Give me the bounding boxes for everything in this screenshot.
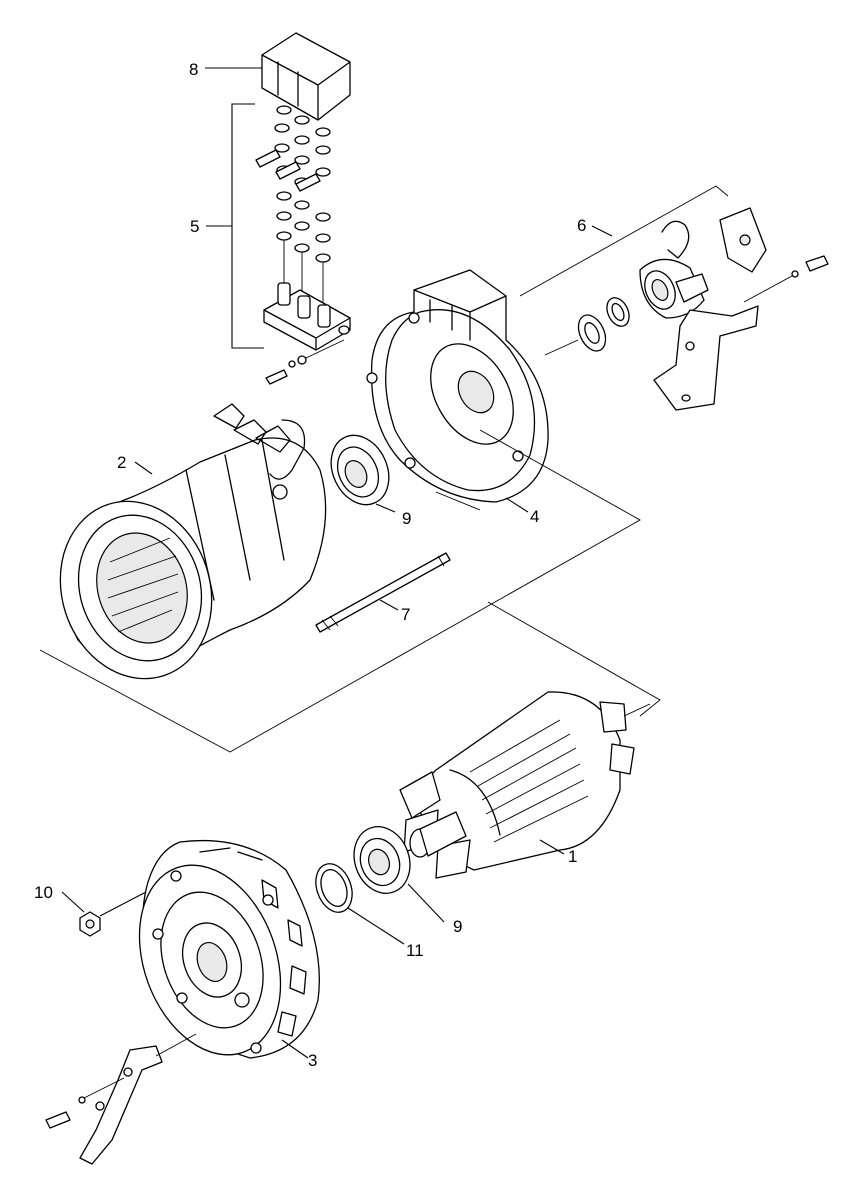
terminal-block-screw xyxy=(265,339,345,385)
callout-3: 3 xyxy=(308,1051,317,1070)
terminal-studs xyxy=(255,149,321,192)
part-2-stator xyxy=(59,403,327,680)
callout-11: 11 xyxy=(406,941,424,960)
callout-10: 10 xyxy=(34,883,53,902)
part-4-rear-housing xyxy=(366,269,549,511)
part-11-ring xyxy=(315,863,353,913)
callout-9-lower: 9 xyxy=(453,917,462,936)
part-9-upper-bearing xyxy=(330,434,390,506)
callout-5: 5 xyxy=(190,217,199,236)
part-10-nut xyxy=(79,911,101,937)
terminal-nuts xyxy=(274,105,331,263)
part-6-brush-assembly xyxy=(519,185,829,411)
part-8-terminal-cover xyxy=(261,32,351,121)
callout-9-upper: 9 xyxy=(402,509,411,528)
callout-4: 4 xyxy=(530,507,539,526)
leader-lines xyxy=(61,67,613,1059)
callout-6: 6 xyxy=(577,216,586,235)
callout-7: 7 xyxy=(401,605,410,624)
part-7-through-bolt xyxy=(315,552,451,633)
part-5-terminal-block xyxy=(255,105,351,385)
stator-group-outline xyxy=(39,429,641,753)
part-9-lower-bearing xyxy=(353,826,411,894)
callout-1: 1 xyxy=(568,847,577,866)
foot-bracket xyxy=(45,1033,197,1165)
callout-labels: 8 5 6 2 9 4 7 1 10 9 11 3 xyxy=(34,60,586,1070)
callout-2: 2 xyxy=(117,453,126,472)
part-3-front-bracket xyxy=(138,839,320,1059)
part-1-rotor xyxy=(399,691,651,879)
callout-8: 8 xyxy=(189,60,198,79)
